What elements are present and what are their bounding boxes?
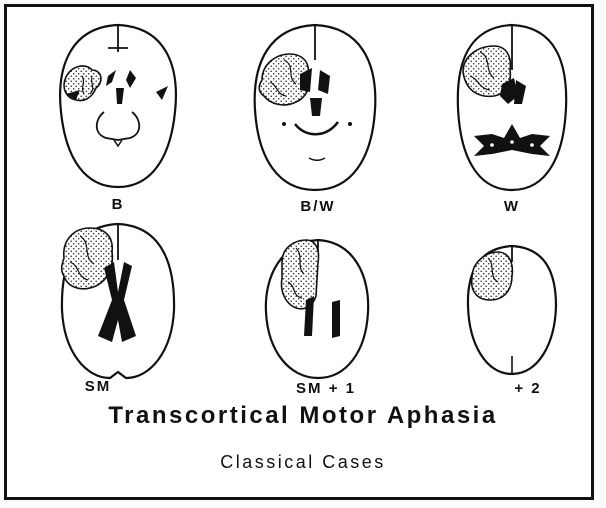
landmark-dot [490,143,494,147]
landmark-dot [530,143,534,147]
landmark-dot [510,140,514,144]
panel-label-bw: B/W [300,198,335,215]
brain-section-sm [62,224,174,378]
brain-section-w [458,25,566,190]
landmark-dot [282,122,286,126]
landmark-dot [348,122,352,126]
panel-label-sm1: SM + 1 [296,380,356,397]
lesion-area [472,252,513,300]
figure-title: Transcortical Motor Aphasia [108,402,497,430]
panel-label-w: W [504,198,520,215]
brain-section-2 [468,246,556,374]
ventricle-right [332,300,340,338]
panel-label-2: + 2 [514,380,541,397]
brain-section-sm1 [266,240,368,378]
brain-section-bw [255,25,376,190]
brain-section-b [60,25,176,187]
panel-label-sm: SM [85,378,112,395]
ventricle-posterior [310,98,322,116]
figure-subtitle: Classical Cases [220,452,386,473]
panel-label-b: B [112,196,125,213]
